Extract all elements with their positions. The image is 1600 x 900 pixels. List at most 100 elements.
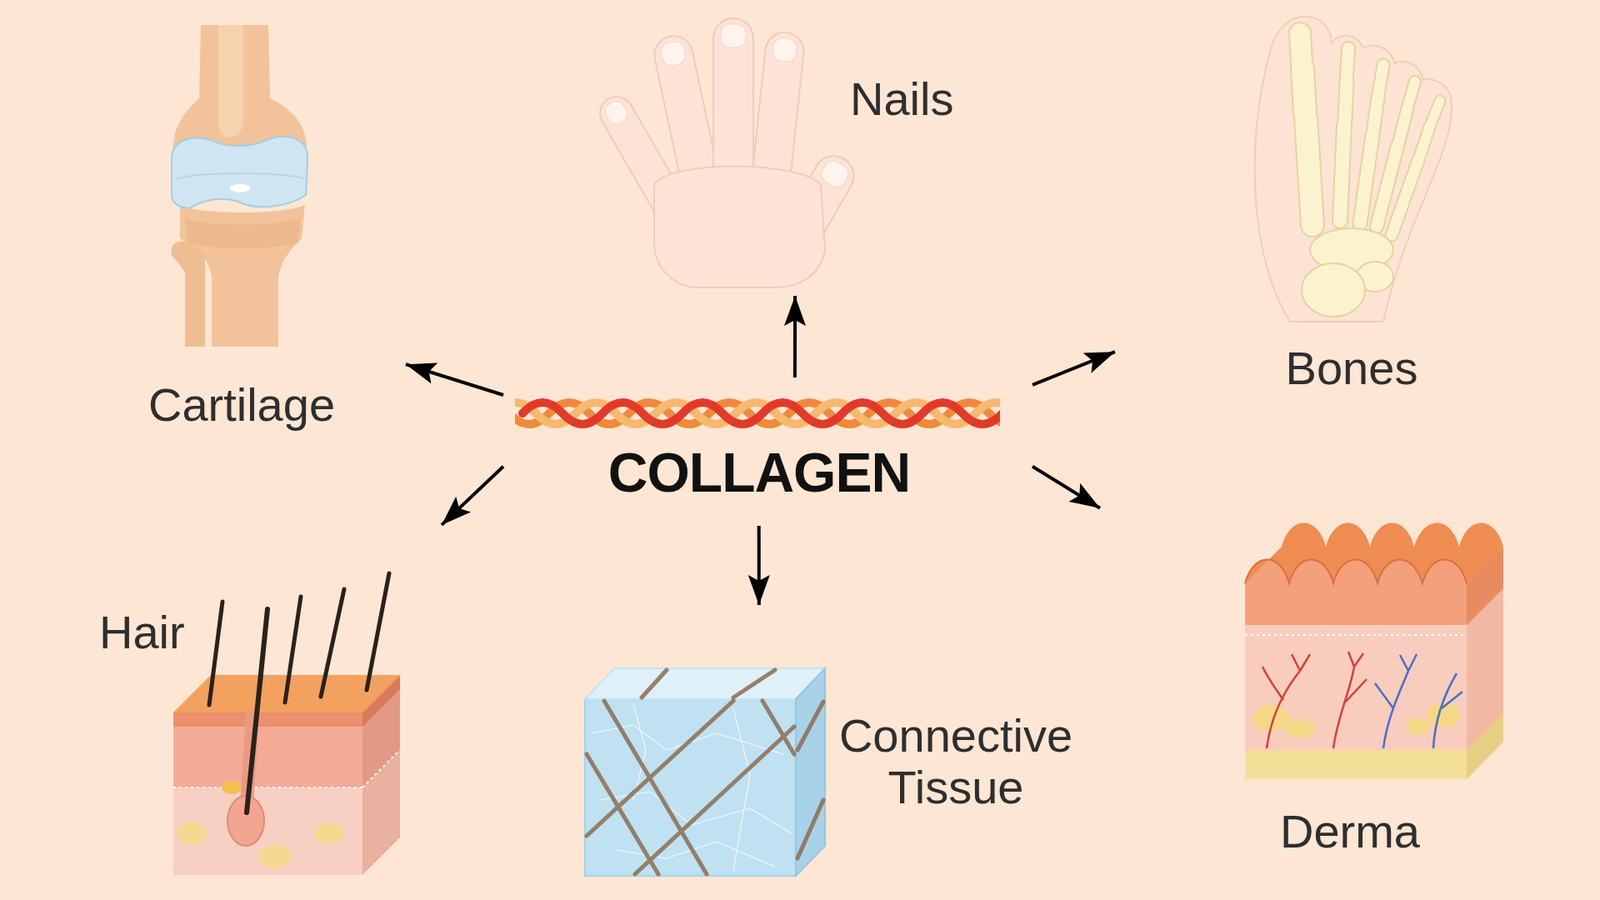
hair-illustration	[285, 596, 301, 703]
hair-illustration	[173, 786, 363, 789]
arrow-connector	[405, 364, 504, 395]
hair-illustration	[221, 780, 242, 795]
foot-illustration	[1360, 135, 1373, 224]
foot-illustration	[1373, 95, 1379, 130]
tissue-node: Derma	[1100, 491, 1517, 875]
tissue-label: Bones	[1226, 342, 1477, 395]
tissue-node: Nails	[600, 8, 967, 296]
foot-illustration	[1305, 117, 1313, 225]
tissue-label: Cartilage	[108, 379, 375, 431]
knee-illustration	[171, 136, 308, 209]
connective-tissue-illustration	[762, 700, 795, 755]
hair-illustration	[173, 712, 363, 727]
hair-illustration	[209, 601, 223, 705]
connective-tissue-illustration	[586, 670, 824, 875]
arrow-connector	[757, 525, 761, 605]
collagen-fiber	[515, 402, 1000, 425]
foot-illustration	[1431, 100, 1440, 122]
foot-illustration	[1300, 33, 1302, 63]
tissue-node: Hair	[83, 500, 442, 884]
foot-illustration	[1420, 125, 1430, 156]
derma-illustration	[1245, 750, 1467, 780]
derma-illustration	[1245, 523, 1504, 780]
foot-illustration	[1305, 117, 1313, 225]
connective-tissue-illustration	[586, 700, 734, 836]
connective-tissue-illustration	[585, 699, 796, 876]
foot-illustration	[1379, 65, 1384, 90]
derma-illustration	[1406, 718, 1430, 735]
arrow-connector	[1032, 351, 1115, 385]
foot-illustration	[1255, 16, 1453, 322]
connective-tissue-illustration	[604, 700, 707, 875]
hand-illustration	[771, 36, 798, 63]
derma-illustration	[1466, 713, 1504, 780]
foot-illustration	[1399, 108, 1408, 141]
hair-illustration	[320, 589, 345, 697]
foot-illustration	[1346, 48, 1349, 76]
hair-illustration	[314, 822, 345, 845]
connective-tissue-illustration	[797, 800, 824, 859]
knee-illustration	[170, 241, 205, 347]
hand-illustration	[720, 24, 746, 48]
hair-illustration	[246, 609, 268, 813]
collagen-title: COLLAGEN	[542, 442, 976, 504]
foot-illustration	[1302, 68, 1305, 112]
hair-illustration	[258, 845, 292, 869]
foot-illustration	[1300, 33, 1440, 235]
foot-illustration	[1340, 125, 1345, 221]
derma-illustration	[1375, 654, 1463, 749]
arrow-connector	[441, 466, 504, 525]
hair-illustration	[362, 750, 400, 788]
connective-tissue-illustration	[795, 668, 825, 876]
foot-illustration	[1431, 100, 1440, 122]
derma-illustration	[1245, 560, 1467, 585]
hair-illustration	[366, 573, 390, 690]
connective-tissue-illustration	[797, 701, 824, 750]
hair-illustration	[209, 573, 390, 813]
hair-illustration	[173, 712, 363, 875]
hair-illustration	[173, 726, 363, 788]
arrow-connector	[793, 295, 797, 378]
foot-illustration	[1408, 81, 1415, 105]
tissue-node: Cartilage	[100, 16, 406, 442]
foot-illustration	[1360, 135, 1373, 224]
collagen-node: COLLAGEN	[503, 377, 1033, 526]
foot-illustration	[1420, 125, 1430, 156]
knee-illustration	[170, 25, 308, 347]
foot-illustration	[1379, 65, 1384, 90]
connective-tissue-illustration	[585, 668, 825, 876]
collagen-fiber	[515, 402, 1000, 425]
foot-illustration	[1300, 33, 1440, 235]
collagen-fiber	[515, 402, 1000, 425]
derma-illustration	[1262, 651, 1367, 749]
tissue-label: Connective Tissue	[822, 710, 1090, 813]
hand-illustration	[654, 166, 825, 289]
derma-illustration	[1245, 560, 1467, 626]
derma-illustration	[1466, 546, 1504, 780]
hand-illustration	[602, 98, 631, 128]
knee-illustration	[176, 173, 304, 179]
foot-illustration	[1399, 108, 1408, 141]
knee-illustration	[230, 184, 250, 193]
foot-illustration	[1373, 95, 1379, 130]
foot-illustration	[1301, 263, 1365, 317]
connective-tissue-illustration	[585, 668, 825, 700]
foot-illustration	[1255, 16, 1453, 322]
derma-illustration	[1285, 718, 1315, 739]
tissue-label: Hair	[99, 606, 266, 659]
foot-illustration	[1408, 81, 1415, 105]
hair-illustration	[173, 573, 400, 875]
connective-tissue-illustration	[733, 670, 775, 698]
hand-illustration	[659, 40, 687, 68]
tissue-node: Bones	[1115, 8, 1492, 400]
connective-tissue-illustration	[586, 754, 659, 875]
foot-illustration	[1391, 160, 1419, 235]
tissue-node: Connective Tissue	[583, 605, 1100, 884]
knee-illustration	[185, 218, 300, 249]
tissue-label: Nails	[850, 73, 1017, 125]
connective-tissue-illustration	[635, 726, 795, 875]
hand-illustration	[594, 18, 862, 288]
derma-illustration	[1245, 634, 1467, 636]
arrow-connector	[1032, 466, 1100, 509]
